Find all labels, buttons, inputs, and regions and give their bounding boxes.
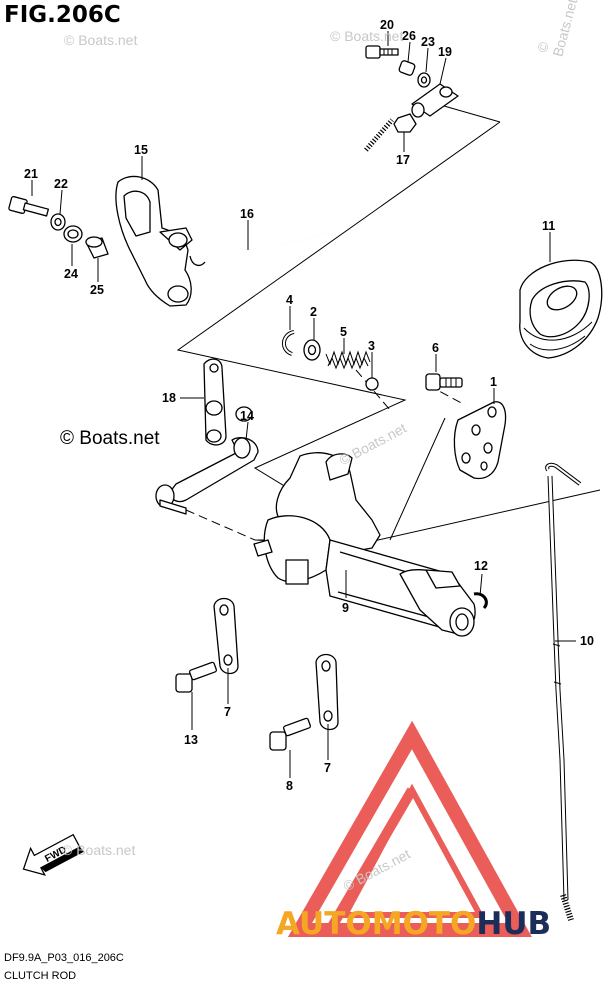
- part-8-bolt: [269, 717, 312, 751]
- part-12-clip: [473, 592, 488, 610]
- part-2-washer: [303, 339, 321, 361]
- part-4-circlip: [282, 330, 295, 356]
- part-24-bushing: [63, 225, 83, 243]
- brand-part-b: HUB: [476, 906, 552, 942]
- callout-4: 4: [286, 293, 293, 307]
- part-9-shift-shaft: [253, 452, 476, 637]
- watermark-bottom-left: © Boats.net: [62, 842, 136, 858]
- brand-part-a: AUTOMOTO: [276, 906, 477, 942]
- callout-10: 10: [580, 634, 594, 648]
- part-18-link: [203, 358, 227, 446]
- part-5-spring: [325, 350, 371, 370]
- callout-26: 26: [402, 29, 416, 43]
- fwd-arrow: FWD: [22, 833, 85, 876]
- part-22-washer: [50, 213, 66, 231]
- part-16-clutch-rod: [189, 118, 394, 267]
- callout-24: 24: [64, 267, 78, 281]
- guide-dash-rod-14: [185, 509, 256, 541]
- part-15-clutch-arm: [115, 175, 193, 307]
- callout-19: 19: [438, 45, 452, 59]
- part-7-link-plate-a: [213, 597, 239, 675]
- callout-16: 16: [240, 207, 254, 221]
- callout-2: 2: [310, 305, 317, 319]
- part-3-ball: [365, 377, 379, 391]
- part-11-grommet: [519, 259, 603, 359]
- callout-22: 22: [54, 177, 68, 191]
- callout-7b: 7: [324, 761, 331, 775]
- callout-8: 8: [286, 779, 293, 793]
- brand-wordmark: AUTOMOTOHUB: [276, 906, 551, 942]
- callout-21: 21: [24, 167, 38, 181]
- part-6-bolt: [425, 373, 463, 391]
- part-20-bolt: [365, 45, 399, 59]
- callout-17: 17: [396, 153, 410, 167]
- callout-14: 14: [240, 409, 254, 423]
- watermark-top-left: © Boats.net: [64, 32, 138, 48]
- callout-25: 25: [90, 283, 104, 297]
- part-26-collar: [398, 60, 416, 76]
- callout-11: 11: [542, 219, 555, 233]
- callout-9: 9: [342, 601, 349, 615]
- part-1-plate: [453, 401, 507, 480]
- callout-20: 20: [380, 18, 394, 32]
- callout-5: 5: [340, 325, 347, 339]
- part-21-bolt: [8, 195, 50, 217]
- part-17-nut: [393, 113, 417, 133]
- part-19-rod-end: [411, 83, 459, 118]
- callout-13: 13: [184, 733, 198, 747]
- callout-1: 1: [490, 375, 497, 389]
- callout-labels: 20 26 23 19 17 15 16 21 22 24 25 11 4 2 …: [24, 18, 594, 793]
- part-10-rod: [545, 462, 582, 921]
- part-13-bolt: [175, 661, 218, 693]
- figure-title: FIG.206C: [4, 2, 121, 28]
- callout-18: 18: [162, 391, 176, 405]
- figure-code: DF9.9A_P03_016_206C: [4, 952, 124, 964]
- figure-caption: CLUTCH ROD: [4, 970, 77, 982]
- watermark-top-mid: © Boats.net: [330, 28, 404, 44]
- part-14-lever: [155, 406, 259, 515]
- brand-logo-triangle: [287, 720, 532, 937]
- callout-7a: 7: [224, 705, 231, 719]
- part-25-collar: [85, 236, 109, 259]
- callout-15: 15: [134, 143, 148, 157]
- watermark-main: © Boats.net: [60, 428, 160, 449]
- part-23-washer: [417, 72, 431, 88]
- part-7-link-plate-b: [315, 653, 339, 731]
- callout-3: 3: [368, 339, 375, 353]
- callout-12: 12: [474, 559, 488, 573]
- callout-23: 23: [421, 35, 435, 49]
- callout-leaders: [31, 31, 576, 778]
- callout-6: 6: [432, 341, 439, 355]
